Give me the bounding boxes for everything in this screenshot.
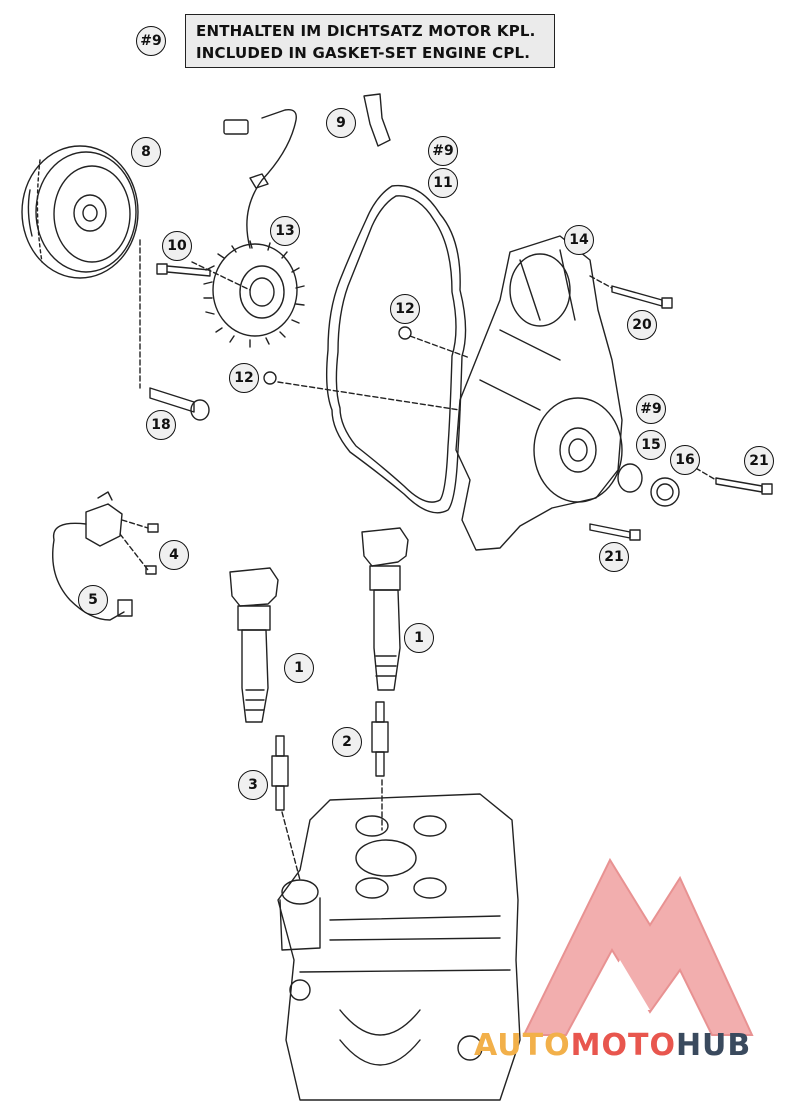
watermark-hub: HUB (675, 1028, 752, 1063)
spark-plug-right-part (371, 701, 389, 777)
watermark-auto: AUTO (474, 1028, 571, 1063)
callout-20[interactable]: 20 (627, 310, 657, 340)
callout-ref-9[interactable]: #9 (428, 136, 458, 166)
note-line-german: ENTHALTEN IM DICHTSATZ MOTOR KPL. (196, 22, 536, 40)
note-line-english: INCLUDED IN GASKET-SET ENGINE CPL. (196, 44, 531, 62)
o-ring-part (617, 463, 643, 493)
callout-4[interactable]: 4 (159, 540, 189, 570)
clip-9-part (363, 93, 391, 147)
callout-11[interactable]: 11 (428, 168, 458, 198)
stator-part (203, 109, 305, 348)
bolt-10-part (156, 263, 211, 277)
ignition-cover-part (455, 235, 623, 551)
callout-13[interactable]: 13 (270, 216, 300, 246)
callout-16[interactable]: 16 (670, 445, 700, 475)
callout-1-left[interactable]: 1 (284, 653, 314, 683)
callout-12-lower[interactable]: 12 (229, 363, 259, 393)
callout-2[interactable]: 2 (332, 727, 362, 757)
callout-21-right[interactable]: 21 (744, 446, 774, 476)
callout-10[interactable]: 10 (162, 231, 192, 261)
callout-15[interactable]: 15 (636, 430, 666, 460)
watermark-logo-icon (522, 857, 754, 1036)
callout-1-right[interactable]: 1 (404, 623, 434, 653)
callout-3[interactable]: 3 (238, 770, 268, 800)
callout-5[interactable]: 5 (78, 585, 108, 615)
callout-8[interactable]: 8 (131, 137, 161, 167)
bolt-21b-part (589, 523, 641, 541)
note-box: ENTHALTEN IM DICHTSATZ MOTOR KPL. INCLUD… (185, 14, 555, 68)
callout-18[interactable]: 18 (146, 410, 176, 440)
cylinder-head-part (277, 793, 521, 1101)
dowel-pin-part (263, 326, 412, 385)
flywheel-part (21, 145, 139, 279)
watermark-text: AUTOMOTOHUB (474, 1028, 751, 1063)
callout-12-upper[interactable]: 12 (390, 294, 420, 324)
reference-badge: #9 (136, 26, 166, 56)
callout-14[interactable]: 14 (564, 225, 594, 255)
callout-21-lower[interactable]: 21 (599, 542, 629, 572)
bolt-20-part (611, 285, 673, 309)
screw-plug-part (650, 477, 680, 507)
ignition-coil-left-part (229, 567, 279, 723)
gasket-set-note: #9 ENTHALTEN IM DICHTSATZ MOTOR KPL. INC… (136, 14, 556, 70)
ignition-coil-right-part (361, 527, 409, 691)
callout-9[interactable]: 9 (326, 108, 356, 138)
pulse-module-part (52, 491, 133, 621)
spark-plug-left-part (271, 735, 289, 811)
watermark-moto: MOTO (570, 1028, 676, 1063)
cover-gasket-part (325, 184, 467, 514)
callout-ref-9-cover[interactable]: #9 (636, 394, 666, 424)
bolt-21-part (715, 477, 773, 495)
bolt-18-part (149, 387, 210, 421)
